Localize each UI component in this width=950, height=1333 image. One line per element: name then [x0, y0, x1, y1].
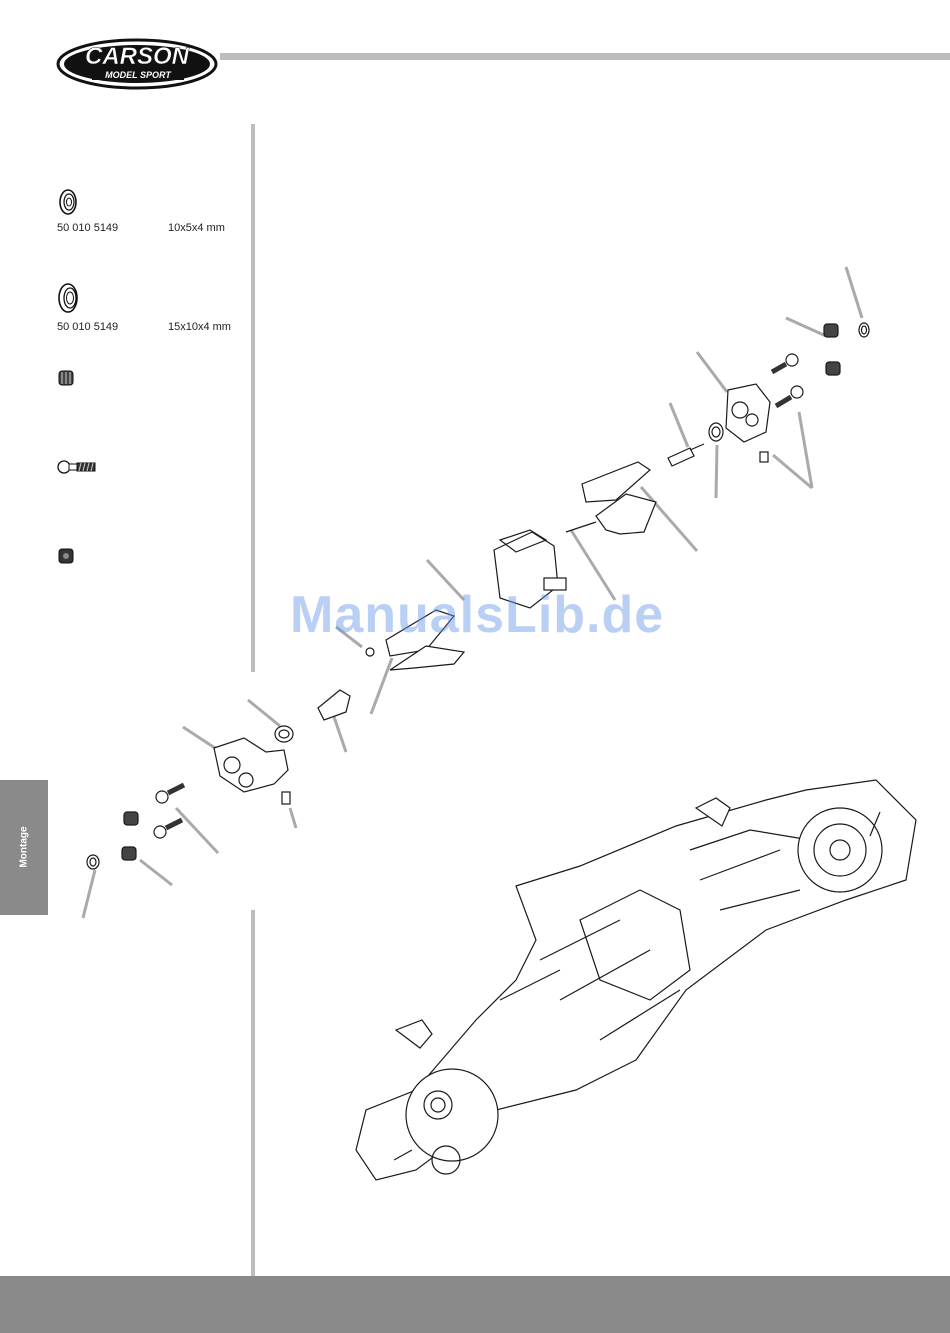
watermark: ManualsLib.de: [290, 585, 664, 645]
upper-hub-parts: [668, 323, 869, 466]
lower-hub-parts: [87, 690, 350, 869]
footer-bar: [0, 1276, 950, 1333]
side-tab: Montage: [0, 780, 48, 915]
assembled-axle: [356, 780, 916, 1180]
side-tab-label: Montage: [19, 826, 30, 867]
upper-suspension-arm: [566, 462, 656, 534]
